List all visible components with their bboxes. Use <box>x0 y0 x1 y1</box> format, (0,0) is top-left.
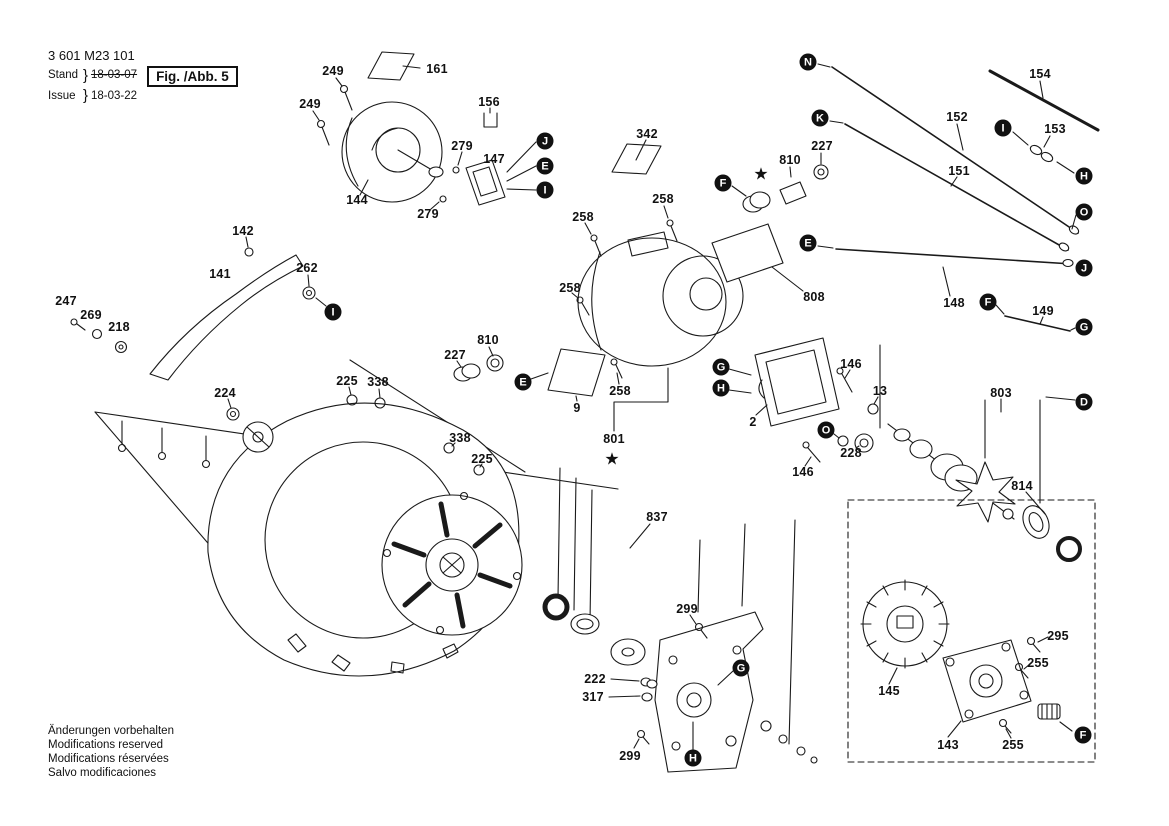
bracket-plate-group <box>542 593 818 773</box>
rods-group <box>817 63 1100 401</box>
footer-line-es: Salvo modificaciones <box>48 767 157 780</box>
footer-line-fr: Modifications réservées <box>48 753 169 766</box>
footer-line-de: Änderungen vorbehalten <box>48 725 174 737</box>
motor-housing-group <box>453 205 744 432</box>
header: 3 601 M23 101 Stand } 18-03-07 Issue } 1… <box>48 48 238 107</box>
cord-set-group <box>711 152 829 292</box>
figure-number-box: Fig. /Abb. 5 <box>147 66 238 87</box>
bearing-plate-group <box>942 636 1073 739</box>
armature-group <box>887 398 1082 562</box>
issue-label: Issue <box>48 89 76 102</box>
brace-glyph: } <box>83 87 89 105</box>
service-group-box <box>847 499 1096 763</box>
footer-notes: Änderungen vorbehalten Modifications res… <box>48 724 174 780</box>
stand-label: Stand <box>48 69 79 82</box>
construction-lines <box>94 359 796 745</box>
upper-guard-group <box>312 51 537 210</box>
label-sticker-342 <box>611 139 662 175</box>
field-stator-group <box>728 337 881 467</box>
stand-date: 18-03-07 <box>91 69 138 82</box>
end-cap-group <box>860 579 950 685</box>
revision-block: Stand } 18-03-07 Issue } 18-03-22 <box>48 66 137 107</box>
issue-date: 18-03-22 <box>91 89 138 102</box>
brace-glyph: } <box>83 67 89 84</box>
footer-line-en: Modifications reserved <box>48 739 164 752</box>
slotted-guard-group <box>381 491 523 636</box>
document-part-number: 3 601 M23 101 <box>48 48 135 63</box>
support-arm-group <box>70 236 327 381</box>
